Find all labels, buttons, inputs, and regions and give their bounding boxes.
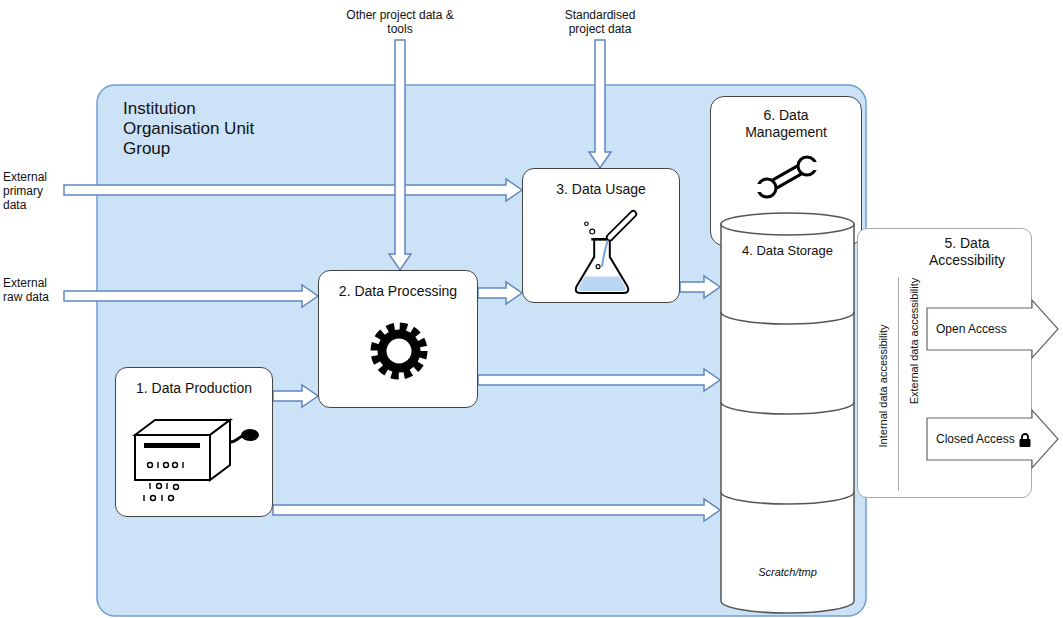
flask-icon <box>576 214 633 293</box>
flow-arrow <box>478 369 720 391</box>
input-arrow <box>64 285 318 307</box>
wrench-icon <box>757 155 817 199</box>
cylinder-top <box>721 213 854 235</box>
process-box: 1. Data Production <box>115 367 273 517</box>
cylinder-segment <box>721 492 854 504</box>
node-text: Scratch/tmp <box>720 564 855 581</box>
storage-cylinder: 4. Data StorageScratch/tmp <box>720 212 855 613</box>
input-label: Other project data & tools <box>340 8 460 36</box>
input-arrow <box>589 40 611 168</box>
accessibility-panel: 5. Data AccessibilityInternal data acces… <box>857 228 1032 498</box>
cylinder-segment <box>721 402 854 414</box>
process-box: 2. Data Processing <box>318 270 478 408</box>
gear-icon <box>375 327 423 375</box>
institution-panel <box>97 85 866 616</box>
node-title: Institution Organisation Unit Group <box>123 99 273 159</box>
cylinder-body <box>721 224 854 613</box>
flow-arrow <box>478 282 522 304</box>
node-title: 6. Data Management <box>731 107 841 141</box>
device-icon <box>130 410 260 505</box>
flask-icon <box>563 207 641 297</box>
node-title: Closed Access <box>936 409 1015 469</box>
input-label: External primary data <box>3 170 61 212</box>
cylinder-segment <box>721 312 854 324</box>
node-title: 1. Data Production <box>116 380 272 397</box>
node-title: Open Access <box>936 299 1007 359</box>
cylinder-outline <box>720 212 855 613</box>
arrow-shape <box>927 300 1058 358</box>
lock-icon <box>1018 432 1032 447</box>
node-title: 4. Data Storage <box>720 242 855 259</box>
lock-icon <box>1020 434 1031 447</box>
divider-line <box>898 277 899 491</box>
input-label: External raw data <box>3 276 61 304</box>
access-arrow: Open Access <box>926 299 1060 359</box>
node-text: External data accessibility <box>907 261 921 421</box>
flow-arrow <box>273 385 318 407</box>
institution-group: Institution Organisation Unit Group 1. Da… <box>97 85 866 616</box>
node-title: 2. Data Processing <box>319 283 477 300</box>
input-label: Standardised project data <box>550 8 650 36</box>
input-arrow <box>389 40 411 270</box>
arrow-shape <box>927 410 1058 468</box>
flow-arrow <box>273 499 720 521</box>
node-title: 5. Data Accessibility <box>906 235 1028 269</box>
wrench-icon <box>757 157 817 197</box>
access-arrow: Closed Access <box>926 409 1060 469</box>
gear-icon <box>369 321 429 381</box>
device-icon <box>135 420 259 501</box>
process-box: 3. Data Usage <box>522 168 680 303</box>
input-arrow <box>64 179 522 201</box>
flow-arrow <box>680 276 720 298</box>
node-title: 3. Data Usage <box>523 181 679 198</box>
node-text: Internal data accessibility <box>876 306 890 466</box>
